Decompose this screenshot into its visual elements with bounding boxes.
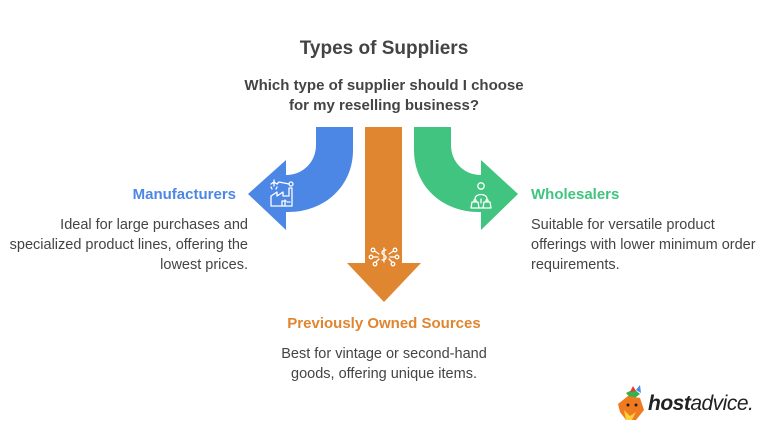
wholesalers-arrow [414, 127, 518, 230]
manufacturers-label: Manufacturers [132, 186, 236, 203]
diagram-title: Types of Suppliers [299, 38, 469, 59]
hostadvice-mascot-icon [618, 385, 644, 420]
person-shopping-bags-icon [470, 182, 492, 209]
manufacturers-description: Ideal for large purchases and specialize… [9, 217, 248, 273]
logo-bold-text: host [648, 392, 691, 415]
network-dollar-icon [368, 247, 400, 267]
previously-owned-description: Best for vintage or second-hand goods, o… [281, 346, 487, 382]
manufacturers-arrow [248, 127, 353, 230]
wholesalers-label: Wholesalers [531, 186, 620, 203]
factory-icon [270, 179, 294, 207]
wholesalers-description: Suitable for versatile product offerings… [531, 217, 756, 273]
hostadvice-logo: hostadvice. [648, 392, 754, 416]
logo-light-text: advice. [690, 392, 754, 415]
previously-owned-label: Previously Owned Sources [287, 315, 481, 332]
previously-owned-arrow [347, 127, 421, 302]
central-question: Which type of supplier should I choose f… [244, 77, 524, 114]
